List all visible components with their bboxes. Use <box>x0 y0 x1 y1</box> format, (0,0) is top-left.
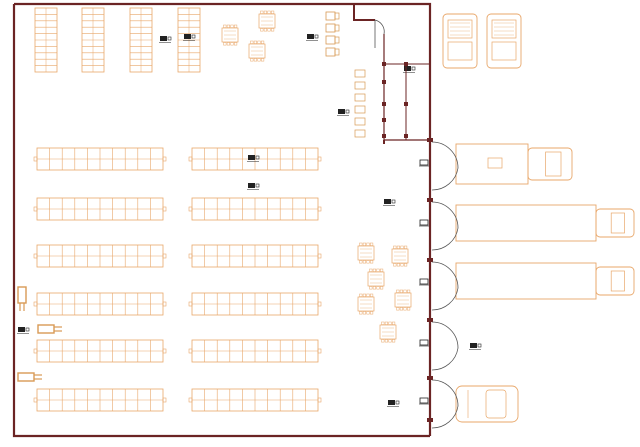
vertical-rack <box>129 7 153 73</box>
dock-marker <box>419 219 429 227</box>
dock-marker <box>419 397 429 405</box>
horizontal-rack <box>188 339 322 363</box>
chair-icon <box>354 129 366 138</box>
office-wall <box>383 34 430 141</box>
horizontal-rack <box>188 244 322 268</box>
workstation-icon <box>247 183 260 190</box>
horizontal-rack <box>33 197 167 221</box>
table-with-chairs-icon <box>258 10 276 32</box>
chair-icon <box>325 47 340 57</box>
trailer-truck <box>455 204 635 242</box>
vehicles <box>442 13 635 423</box>
outer-wall-top <box>14 2 432 140</box>
table-with-chairs-icon <box>367 268 385 290</box>
dock-door <box>431 167 459 191</box>
chair-icon <box>354 117 366 126</box>
dock-door <box>431 201 459 229</box>
forklift-icon <box>17 286 27 311</box>
horizontal-rack <box>188 197 322 221</box>
forklift-icon <box>37 324 62 334</box>
chair-icon <box>325 11 340 21</box>
table-with-chairs-icon <box>379 321 397 343</box>
workstation-icon <box>337 109 350 116</box>
workstation-icon <box>469 343 482 350</box>
chair-icon <box>354 93 366 102</box>
trailer-truck <box>455 143 573 185</box>
trailer-truck <box>455 262 635 300</box>
dock-pier <box>427 138 433 142</box>
workstation-icon <box>159 36 172 43</box>
dock-pier <box>427 258 433 262</box>
dock-door <box>431 405 459 429</box>
dock-pier <box>427 376 433 380</box>
workstation-icon <box>383 199 396 206</box>
table-with-chairs-icon <box>248 40 266 62</box>
horizontal-rack <box>188 292 322 316</box>
table-with-chairs-icon <box>357 242 375 264</box>
furniture <box>221 10 412 343</box>
dock-pier <box>427 318 433 322</box>
dock-door <box>431 141 459 169</box>
trailer-box <box>487 157 503 169</box>
dock-door <box>431 347 459 371</box>
dock-pier <box>427 418 433 422</box>
dock-door <box>431 321 459 349</box>
dock-marker <box>419 159 429 167</box>
horizontal-rack <box>33 339 167 363</box>
horizontal-rack <box>188 147 322 171</box>
vertical-rack <box>81 7 105 73</box>
workstation-icon <box>183 34 196 41</box>
truck-top <box>442 13 478 69</box>
dock-door <box>431 379 459 407</box>
doors <box>374 19 459 429</box>
horizontal-rack <box>33 244 167 268</box>
chair-icon <box>354 81 366 90</box>
office-wall <box>353 4 375 21</box>
horizontal-rack <box>188 388 322 412</box>
horizontal-rack <box>33 292 167 316</box>
chair-icon <box>354 69 366 78</box>
workstation-icon <box>403 66 416 73</box>
chair-icon <box>354 105 366 114</box>
building-walls <box>12 2 433 438</box>
table-with-chairs-icon <box>394 289 412 311</box>
outer-wall-left-bottom <box>12 4 430 438</box>
dock-door <box>431 261 459 289</box>
chair-icon <box>325 35 340 45</box>
vertical-rack <box>34 7 58 73</box>
horizontal-rack <box>33 388 167 412</box>
car <box>455 385 519 423</box>
workstation-icon <box>306 34 319 41</box>
office-door <box>374 19 385 35</box>
dock-marker <box>419 339 429 347</box>
equipment-icons <box>17 34 482 407</box>
vertical-rack <box>177 7 201 73</box>
forklift-icon <box>17 372 42 382</box>
chair-icon <box>325 23 340 33</box>
workstation-icon <box>247 155 260 162</box>
table-with-chairs-icon <box>221 24 239 46</box>
table-with-chairs-icon <box>391 245 409 267</box>
dock-door <box>431 227 459 251</box>
truck-top <box>486 13 522 69</box>
storage-racks <box>33 7 322 412</box>
workstation-icon <box>17 327 30 334</box>
table-with-chairs-icon <box>357 293 375 315</box>
dock-door <box>431 287 459 311</box>
dock-pier <box>427 198 433 202</box>
horizontal-rack <box>33 147 167 171</box>
workstation-icon <box>387 400 400 407</box>
dock-marker <box>419 278 429 286</box>
